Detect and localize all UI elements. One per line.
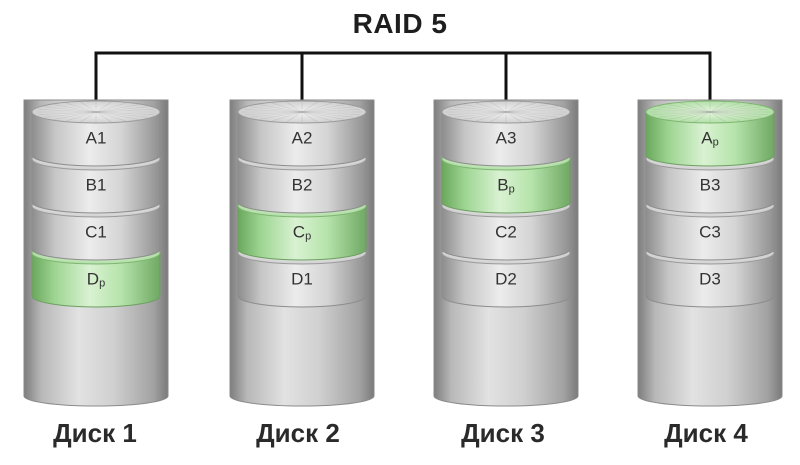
block-label: C1 xyxy=(85,223,107,242)
block-label: A3 xyxy=(496,129,517,148)
disk-cylinder: D1 Cp B2 A2 xyxy=(229,99,375,407)
block-label: B3 xyxy=(700,176,721,195)
data-block: A2 xyxy=(237,100,367,167)
block-label: B2 xyxy=(292,176,313,195)
disk-label-3: Диск 3 xyxy=(461,418,545,448)
block-label: B1 xyxy=(86,176,107,195)
disk-cylinder: Dp C1 B1 A1 xyxy=(23,99,169,407)
data-block: A1 xyxy=(31,100,161,167)
block-label: C3 xyxy=(699,223,721,242)
block-label: D3 xyxy=(699,270,721,289)
block-label: Bp xyxy=(497,176,514,196)
data-block: A3 xyxy=(441,100,571,167)
block-label: D1 xyxy=(291,270,313,289)
block-label: A2 xyxy=(292,129,313,148)
disk-label-2: Диск 2 xyxy=(256,418,340,448)
parity-block: Ap xyxy=(645,100,775,167)
disk-label-4: Диск 4 xyxy=(664,418,748,448)
block-label: Ap xyxy=(701,129,718,149)
block-label: Dp xyxy=(87,270,105,290)
block-label: C2 xyxy=(495,223,517,242)
block-label: D2 xyxy=(495,270,517,289)
block-label: A1 xyxy=(86,129,107,148)
diagram-title: RAID 5 xyxy=(352,8,448,39)
connector-bar xyxy=(94,51,712,114)
block-label: Cp xyxy=(293,223,311,243)
disk-label-1: Диск 1 xyxy=(53,418,137,448)
disk-cylinder: D3 C3 B3 Ap xyxy=(637,99,783,407)
disk-cylinder: D2 C2 Bp A3 xyxy=(433,99,579,407)
